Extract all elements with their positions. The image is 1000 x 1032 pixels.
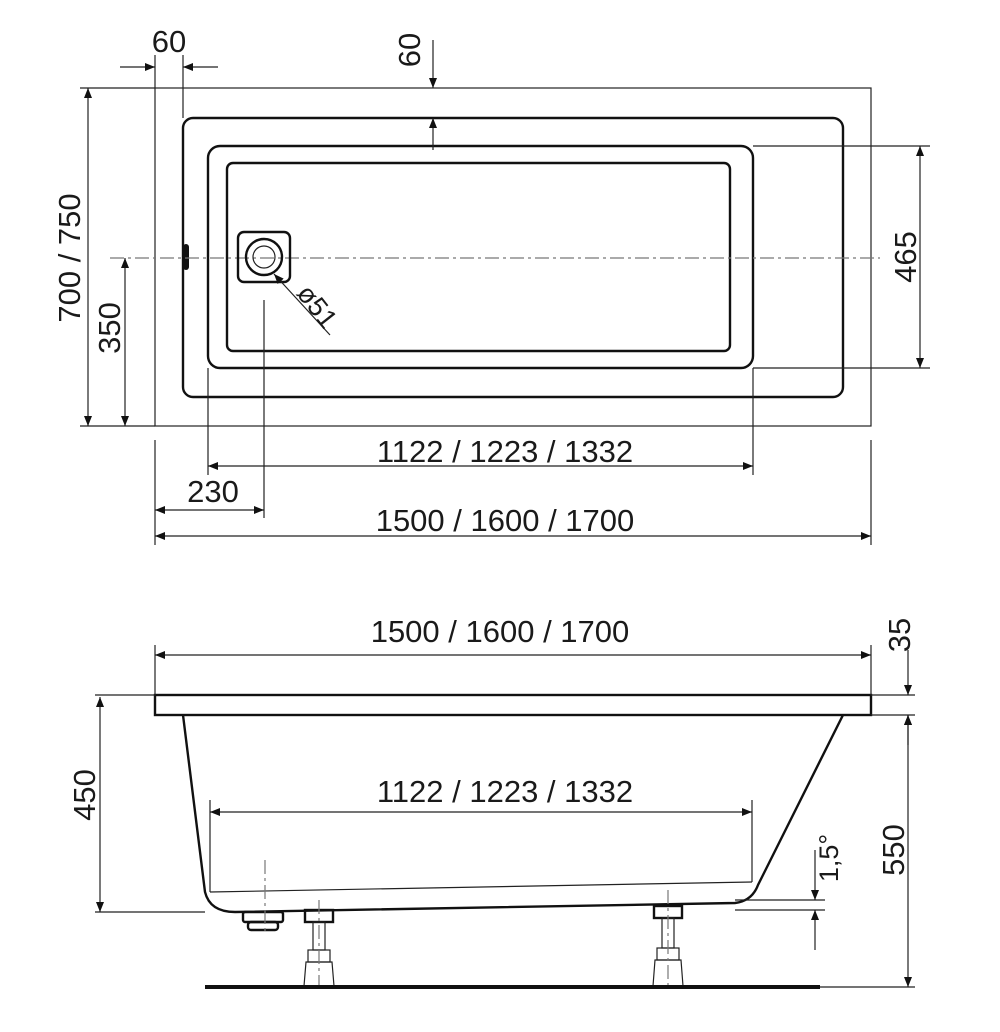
dim-rim-top: 60 bbox=[392, 33, 427, 67]
drain-outlet-icon bbox=[241, 910, 285, 932]
dim-side-total-length: 1500 / 1600 / 1700 bbox=[371, 614, 630, 649]
top-view-basin bbox=[206, 144, 755, 370]
side-view-body bbox=[181, 714, 845, 914]
dim-rim-left: 60 bbox=[152, 24, 186, 59]
side-view: 1500 / 1600 / 1700 35 550 450 1122 / 122… bbox=[67, 614, 917, 990]
dim-drain-offset-y: 350 bbox=[92, 302, 127, 354]
dim-drain-offset-x: 230 bbox=[187, 474, 239, 509]
top-view-outer-rim bbox=[154, 87, 872, 427]
dim-total-width: 700 / 750 bbox=[52, 193, 87, 322]
dim-drain-diameter: ø51 bbox=[291, 279, 343, 334]
dim-slope: 1,5° bbox=[814, 834, 844, 882]
dim-depth: 450 bbox=[67, 769, 102, 821]
dim-total-length: 1500 / 1600 / 1700 bbox=[376, 503, 635, 538]
side-view-rim bbox=[153, 693, 873, 717]
top-view: 60 60 700 / 750 350 465 ø51 1122 / 1223 … bbox=[52, 24, 930, 545]
dim-inner-width: 465 bbox=[888, 231, 923, 283]
dim-side-bottom-length: 1122 / 1223 / 1332 bbox=[377, 774, 633, 809]
top-view-basin-bottom bbox=[225, 161, 732, 353]
dim-total-height: 550 bbox=[876, 824, 911, 876]
support-foot-left-icon bbox=[303, 908, 335, 987]
drain-icon bbox=[236, 230, 292, 284]
overflow-icon bbox=[183, 244, 189, 270]
dim-rim-thickness: 35 bbox=[882, 618, 917, 652]
dim-inner-length: 1122 / 1223 / 1332 bbox=[377, 434, 633, 469]
